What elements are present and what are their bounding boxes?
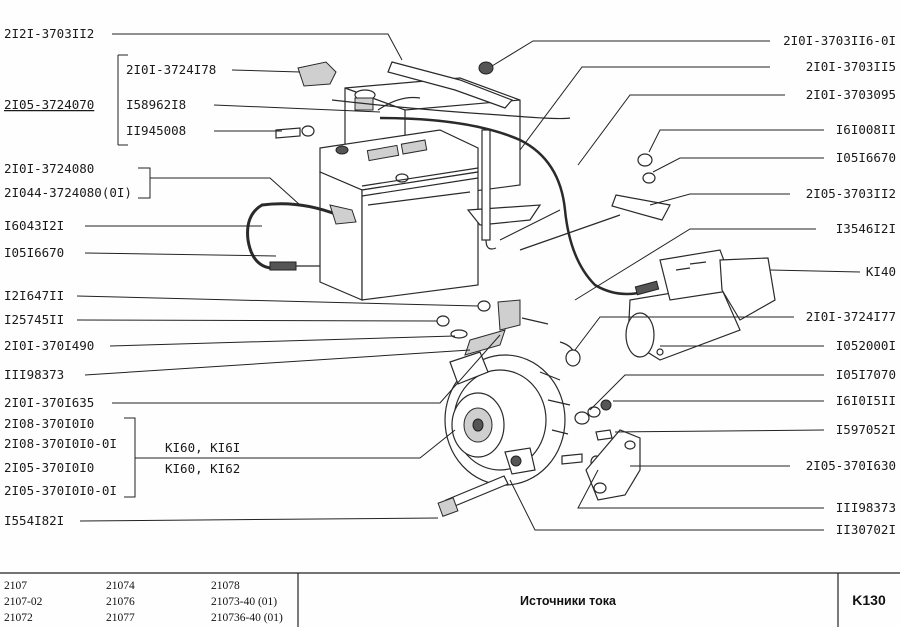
part-label: I597052I	[836, 422, 896, 437]
page-code: K130	[852, 592, 886, 608]
part-label: 2I05-370I0I0	[4, 460, 94, 475]
fasteners-drawing	[275, 125, 671, 356]
footer-block: 2107 21074 21078 2107-02 21076 21073-40 …	[0, 572, 900, 627]
leader-lines	[76, 33, 861, 531]
negative-cable-drawing	[246, 202, 357, 271]
part-label: I05I6670	[4, 245, 64, 260]
part-label: 2I2I-3703II2	[4, 26, 94, 41]
part-label: 2I0I-3724I78	[126, 62, 216, 77]
part-label: I052000I	[836, 338, 896, 353]
bolt-bracket-drawing	[437, 399, 641, 517]
part-label: 2I0I-3703II5	[806, 59, 896, 74]
model-applicability-label: KI60, KI62	[165, 461, 240, 476]
part-label: 2I0I-3724I77	[806, 309, 896, 324]
part-label: 2I08-370I0I0	[4, 416, 94, 431]
part-label: I2I647II	[4, 288, 64, 303]
part-label: III98373	[836, 500, 896, 515]
part-label: I554I82I	[4, 513, 64, 528]
battery-tray-drawing	[297, 61, 571, 250]
model-code: 21077	[106, 612, 135, 624]
model-code: 2107-02	[4, 596, 43, 608]
part-label: 2I05-3724070	[4, 97, 94, 112]
part-label: 2I08-370I0I0-0I	[4, 436, 117, 451]
model-code: 21078	[211, 580, 240, 592]
part-label: 2I05-370I630	[806, 458, 896, 473]
model-code: 210736-40 (01)	[211, 612, 283, 624]
part-label: I6I0I5II	[836, 393, 896, 408]
starter-drawing	[625, 249, 776, 361]
alternator-drawing	[444, 341, 581, 486]
part-label: 2I0I-3724080	[4, 161, 94, 176]
right-labels: 2I0I-3703II6-0I 2I0I-3703II5 2I0I-370309…	[783, 33, 896, 537]
part-label: 2I0I-3703095	[806, 87, 896, 102]
battery-front-drawing	[319, 129, 479, 301]
part-label: 2I05-370I0I0-0I	[4, 483, 117, 498]
model-code: 2107	[4, 580, 27, 592]
part-label: I58962I8	[126, 97, 186, 112]
part-label: KI40	[866, 264, 896, 279]
part-label: I05I7070	[836, 367, 896, 382]
part-label: II945008	[126, 123, 186, 138]
section-title: Источники тока	[520, 594, 617, 608]
part-label: 2I0I-3703II6-0I	[783, 33, 896, 48]
model-applicability-label: KI60, KI6I	[165, 440, 240, 455]
model-code: 21072	[4, 612, 33, 624]
positive-cable-drawing	[379, 116, 660, 296]
part-label: 2I044-3724080(0I)	[4, 185, 132, 200]
model-code: 21073-40 (01)	[211, 596, 277, 608]
part-label: I3546I2I	[836, 221, 896, 236]
part-label: 2I0I-370I490	[4, 338, 94, 353]
model-code: 21076	[106, 596, 135, 608]
part-label: II30702I	[836, 522, 896, 537]
model-code: 21074	[106, 580, 135, 592]
part-label: I25745II	[4, 312, 64, 327]
part-label: I6043I2I	[4, 218, 64, 233]
part-label: I6I008II	[836, 122, 896, 137]
part-label: III98373	[4, 367, 64, 382]
part-label: I05I6670	[836, 150, 896, 165]
part-label: 2I0I-370I635	[4, 395, 94, 410]
left-labels: 2I2I-3703II2 2I0I-3724I78 2I05-3724070 I…	[4, 26, 240, 528]
part-label: 2I05-3703II2	[806, 186, 896, 201]
